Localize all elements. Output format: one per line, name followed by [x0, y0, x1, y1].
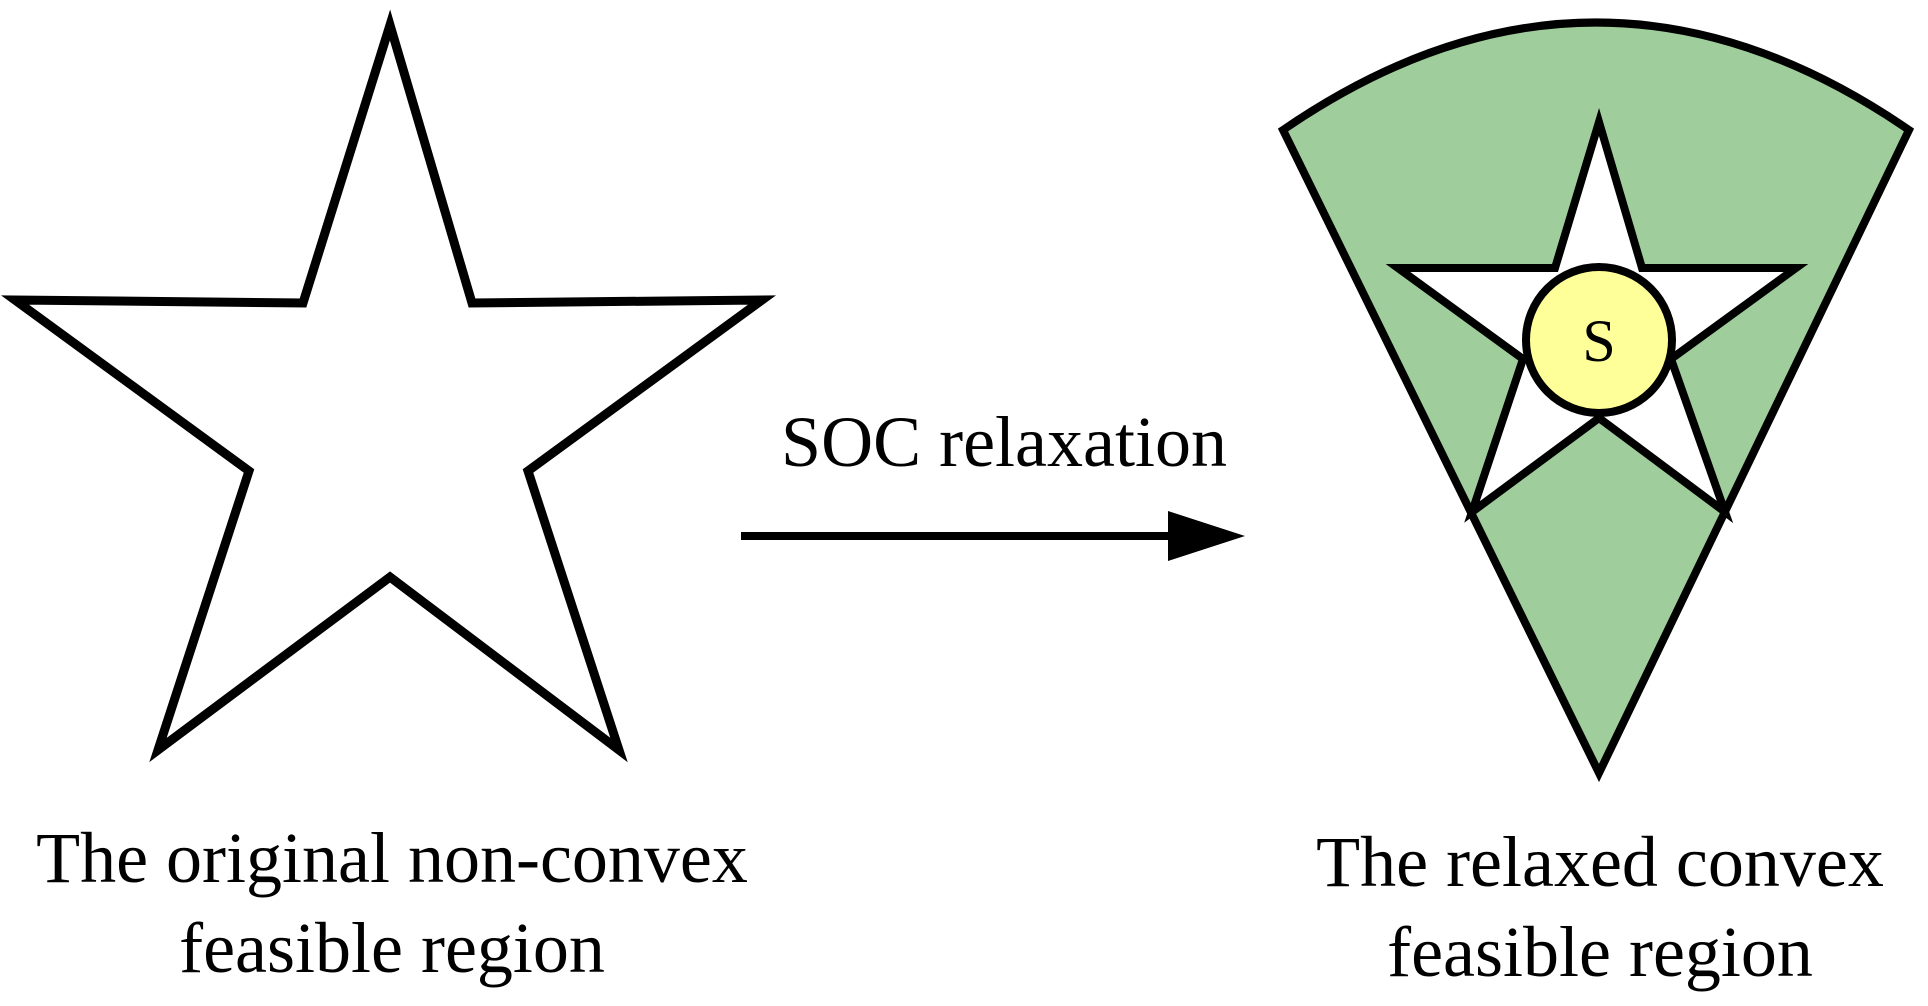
solution-circle	[1522, 263, 1676, 417]
nonconvex-star	[1, 9, 776, 763]
left-caption-line1: The original non-convex	[36, 818, 748, 898]
arrow-label: SOC relaxation	[781, 402, 1227, 482]
left-caption-line2: feasible region	[179, 908, 605, 988]
solution-circle-label: S	[1582, 308, 1615, 374]
relaxation-arrow	[741, 511, 1245, 561]
right-caption-line1: The relaxed convex	[1316, 822, 1884, 902]
right-caption-line2: feasible region	[1387, 912, 1813, 992]
